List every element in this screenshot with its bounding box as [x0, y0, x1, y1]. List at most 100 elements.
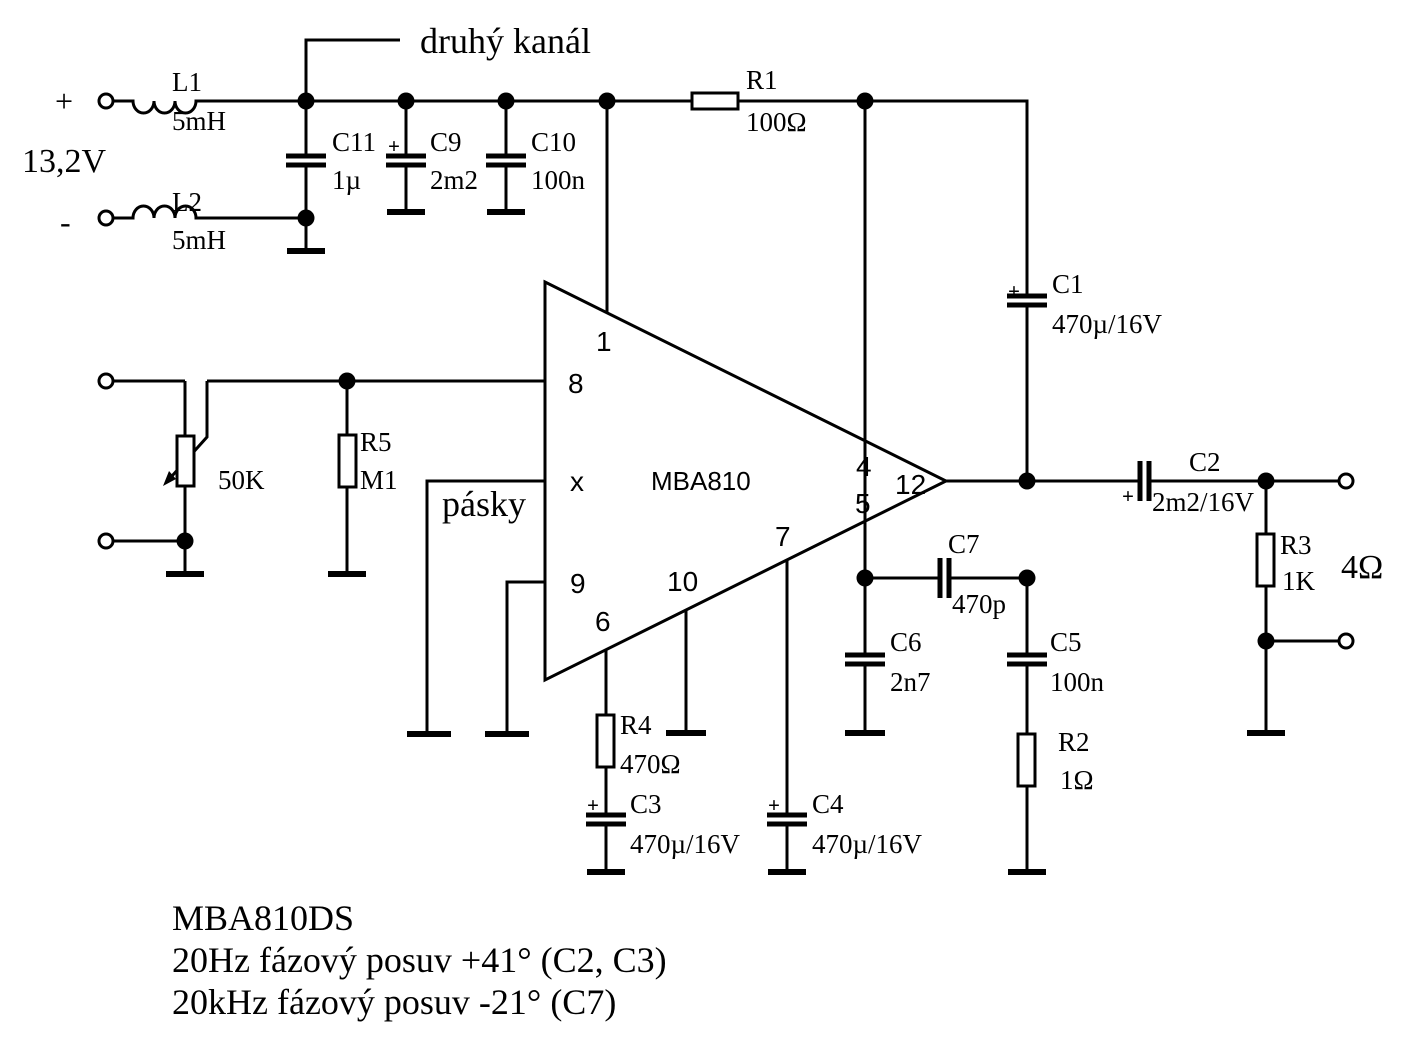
potentiometer-body [175, 434, 196, 488]
c1-polarity: + [1008, 279, 1020, 303]
pin6-label: 6 [595, 606, 611, 637]
c7-value: 470p [952, 589, 1006, 619]
terminal-output-ground [1337, 632, 1355, 650]
terminal-output-signal [1337, 472, 1355, 490]
resistor-r5-body [337, 433, 358, 489]
c3-polarity: + [587, 793, 599, 817]
pin1-label: 1 [596, 326, 612, 357]
r5-value: M1 [360, 465, 398, 495]
c6-ref: C6 [890, 627, 922, 657]
c3-ref: C3 [630, 789, 662, 819]
c1-ref: C1 [1052, 269, 1084, 299]
r4-value: 470Ω [620, 749, 681, 779]
pin7-label: 7 [775, 521, 791, 552]
capacitor-c5-plates [1007, 652, 1047, 667]
l1-ref: L1 [172, 67, 202, 97]
pin9-label: 9 [570, 568, 586, 599]
c5-ref: C5 [1050, 627, 1082, 657]
c10-value: 100n [531, 165, 586, 195]
c4-polarity: + [768, 793, 780, 817]
l2-value: 5mH [172, 225, 226, 255]
junction [397, 92, 415, 110]
supply-plus-label: + [55, 83, 73, 119]
wire-supply-rail [114, 99, 1029, 481]
wire-pinx-ground [425, 479, 545, 734]
capacitor-c7-plates [937, 558, 952, 598]
wire-l2-branch [114, 204, 306, 220]
r2-value: 1Ω [1060, 765, 1094, 795]
capacitor-c1-plates [1007, 293, 1047, 308]
c5-value: 100n [1050, 667, 1105, 697]
junction [856, 92, 874, 110]
resistor-r1-body [690, 91, 740, 111]
capacitor-c10-plates [486, 153, 526, 168]
r1-value: 100Ω [746, 107, 807, 137]
c2-ref: C2 [1189, 447, 1221, 477]
capacitor-c2-plates [1137, 461, 1152, 501]
c9-value: 2m2 [430, 165, 478, 195]
junction [598, 92, 616, 110]
terminal-input-signal [97, 372, 115, 390]
pinx-label: x [570, 466, 584, 497]
c11-value: 1µ [332, 165, 361, 195]
capacitor-c6-plates [845, 652, 885, 667]
junction [297, 209, 315, 227]
pin5-label: 5 [855, 488, 871, 519]
c10-ref: C10 [531, 127, 576, 157]
note-line-3: 20kHz fázový posuv -21° (C7) [172, 982, 616, 1022]
supply-minus-label: - [60, 204, 71, 240]
c4-ref: C4 [812, 789, 844, 819]
c9-polarity: + [388, 134, 400, 158]
c3-value: 470µ/16V [630, 829, 741, 859]
note-line-1: MBA810DS [172, 898, 354, 938]
capacitor-c3-plates [586, 812, 626, 827]
resistor-r3-body [1255, 532, 1276, 588]
junction [338, 372, 356, 390]
terminal-input-ground [97, 532, 115, 550]
junction [176, 532, 194, 550]
r2-ref: R2 [1058, 727, 1090, 757]
c6-value: 2n7 [890, 667, 931, 697]
supply-voltage-label: 13,2V [22, 143, 107, 180]
pin12-label: 12 [895, 469, 926, 500]
junction [1257, 632, 1275, 650]
r4-ref: R4 [620, 710, 652, 740]
ic-amplifier-triangle [543, 279, 950, 683]
capacitor-c4-plates [767, 812, 807, 827]
second-channel-label: druhý kanál [420, 21, 591, 61]
r3-value: 1K [1282, 566, 1316, 596]
junction [1257, 472, 1275, 490]
tape-input-label: pásky [442, 484, 526, 524]
wire-pin9-ground [505, 580, 545, 734]
c4-value: 470µ/16V [812, 829, 923, 859]
load-impedance-label: 4Ω [1341, 549, 1383, 586]
c9-ref: C9 [430, 127, 462, 157]
ic-name-label: MBA810 [651, 466, 751, 496]
c2-value: 2m2/16V [1152, 487, 1255, 517]
pot-wiper-arrowhead [163, 471, 176, 486]
junction [856, 569, 874, 587]
c7-ref: C7 [948, 529, 980, 559]
wire-input-top [114, 379, 187, 574]
l1-value: 5mH [172, 106, 226, 136]
capacitor-c11-plates [286, 153, 326, 168]
pin4-label: 4 [856, 451, 872, 482]
l2-ref: L2 [172, 187, 202, 217]
pot-value: 50K [218, 465, 265, 495]
c1-value: 470µ/16V [1052, 309, 1163, 339]
junction [1018, 569, 1036, 587]
junction [1018, 472, 1036, 490]
pin8-label: 8 [568, 368, 584, 399]
wire-second-channel [304, 38, 400, 101]
terminal-supply-minus [97, 209, 115, 227]
r5-ref: R5 [360, 427, 392, 457]
junction [297, 92, 315, 110]
capacitor-c9-plates [386, 153, 426, 168]
resistor-r4-body [595, 713, 616, 769]
r1-ref: R1 [746, 65, 778, 95]
pin10-label: 10 [667, 566, 698, 597]
terminal-supply-plus [97, 92, 115, 110]
c2-polarity: + [1122, 484, 1134, 508]
